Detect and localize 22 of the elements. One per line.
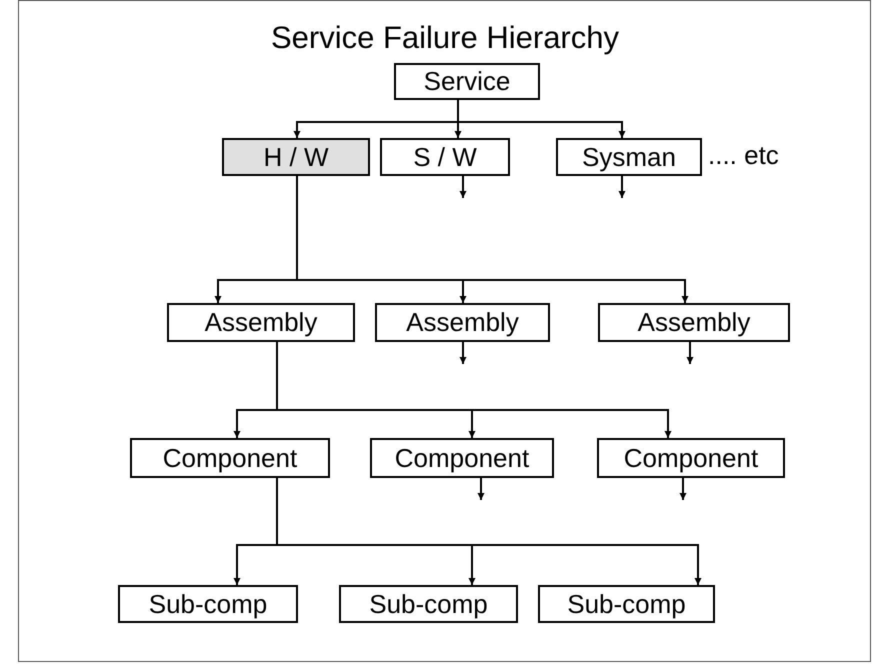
hierarchy-box: Assembly bbox=[375, 303, 550, 342]
hierarchy-box: Assembly bbox=[598, 303, 790, 342]
arrow bbox=[460, 342, 466, 364]
hierarchy-box: Sub-comp bbox=[118, 585, 298, 623]
hierarchy-box: Component bbox=[130, 438, 330, 478]
arrow bbox=[680, 478, 686, 500]
hierarchy-box: Component bbox=[597, 438, 785, 478]
hierarchy-box: Assembly bbox=[167, 303, 355, 342]
hierarchy-box: Sub-comp bbox=[339, 585, 518, 623]
title: Service Failure Hierarchy bbox=[270, 20, 620, 56]
highlighted-box: H / W bbox=[222, 138, 370, 176]
hierarchy-box: Sub-comp bbox=[538, 585, 715, 623]
hierarchy-box: Sysman bbox=[556, 138, 702, 176]
hierarchy-box: Component bbox=[370, 438, 554, 478]
arrow bbox=[460, 176, 466, 198]
arrow bbox=[686, 342, 694, 364]
hierarchy-box: Service bbox=[394, 63, 540, 100]
arrow bbox=[478, 478, 484, 500]
hierarchy-box: S / W bbox=[380, 138, 510, 176]
note: .... etc bbox=[708, 140, 779, 171]
arrow bbox=[618, 176, 626, 198]
arrow bbox=[457, 100, 626, 138]
